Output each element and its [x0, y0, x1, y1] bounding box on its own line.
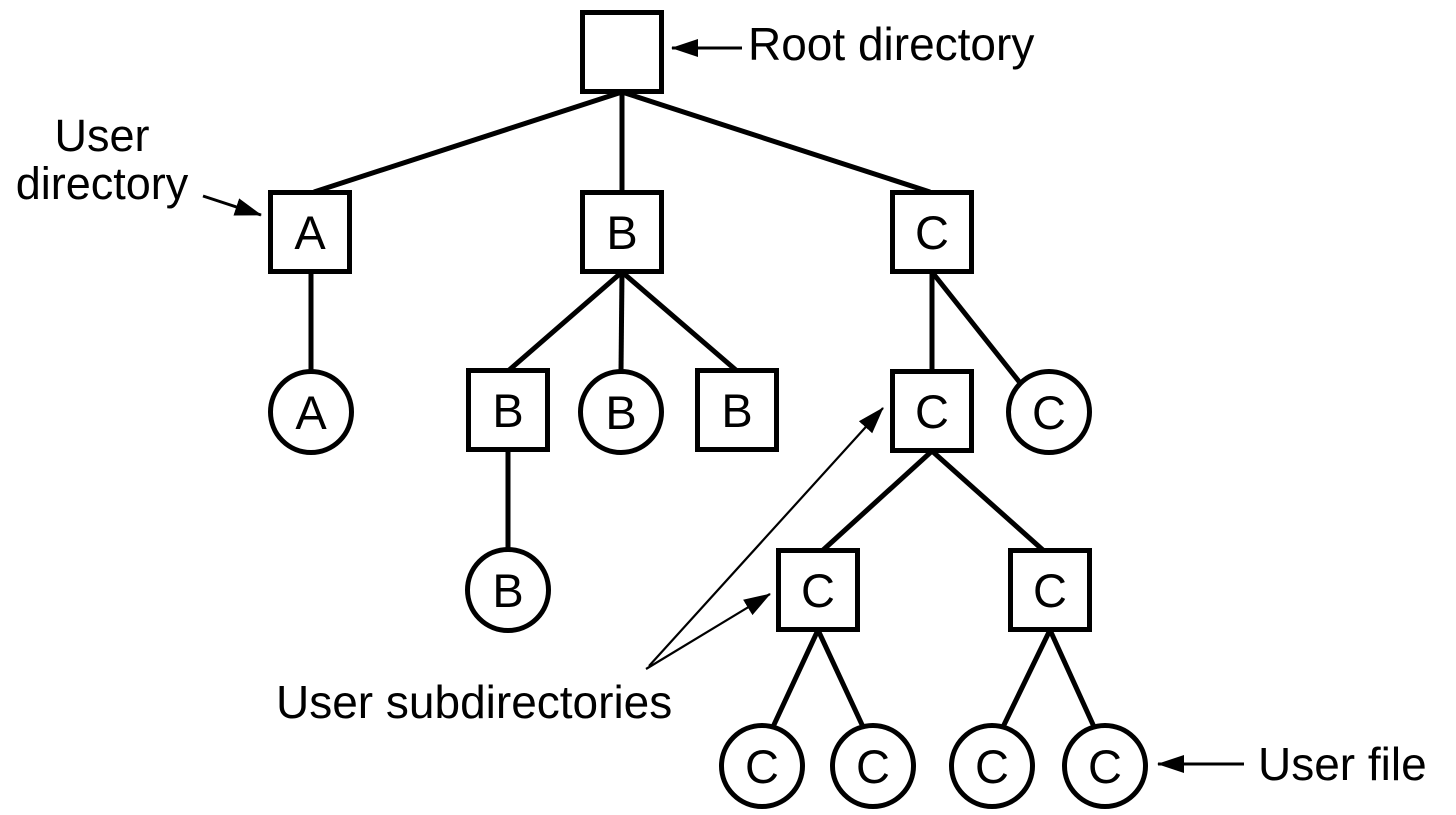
- user-file-label: User file: [1258, 738, 1427, 790]
- node-user-file-b1: B: [578, 369, 664, 455]
- node-user-directory-b: B: [580, 190, 664, 274]
- edge-root-dirA: [313, 89, 623, 195]
- node-user-file-c3: C: [830, 723, 916, 809]
- user-directory-label-line1: User: [54, 110, 150, 161]
- node-user-subdirectory-b1: B: [466, 368, 550, 452]
- node-user-directory-c: C: [890, 190, 974, 274]
- edge-subdirC3-fileC5: [1047, 628, 1098, 731]
- root-directory-label: Root directory: [748, 18, 1035, 70]
- user-directory-label: User directory: [0, 112, 206, 207]
- user-subdirectories-label: User subdirectories: [276, 676, 673, 728]
- annotation-arrows: [202, 39, 1244, 773]
- node-user-file-b2: B: [465, 547, 551, 633]
- edge-subdirC2-fileC2: [769, 628, 821, 731]
- edge-root-dirC: [621, 89, 931, 195]
- edge-subdirC1-subdirC3: [930, 449, 1046, 553]
- node-user-file-c5: C: [1062, 723, 1148, 809]
- edge-dirB-subdirB1: [506, 270, 624, 373]
- user-directory-label-line2: directory: [15, 157, 189, 209]
- edge-subdirC3-fileC4: [999, 628, 1053, 731]
- node-user-subdirectory-b2: B: [695, 368, 779, 452]
- node-user-file-c4: C: [949, 723, 1035, 809]
- node-user-subdirectory-c3: C: [1008, 548, 1092, 632]
- user-directory-arrow: [202, 194, 262, 217]
- edge-subdirC2-fileC3: [815, 628, 867, 731]
- node-user-directory-a: A: [268, 190, 352, 274]
- node-user-file-c2: C: [719, 723, 805, 809]
- node-user-subdirectory-c1: C: [890, 369, 974, 453]
- edge-dirB-fileB1: [618, 271, 625, 373]
- user-subdirectories-arrow-lower: [645, 593, 771, 670]
- tree-edges: [308, 89, 1098, 731]
- edge-subdirC1-subdirC2: [820, 449, 934, 553]
- node-user-file-a1: A: [268, 369, 354, 455]
- node-root-directory: [580, 10, 664, 94]
- edge-dirC-fileC1: [930, 270, 1023, 386]
- node-user-subdirectory-c2: C: [776, 548, 860, 632]
- user-subdirectories-arrow-upper: [648, 407, 884, 667]
- node-user-file-c1: C: [1006, 369, 1092, 455]
- edge-dirB-subdirB2: [620, 270, 739, 373]
